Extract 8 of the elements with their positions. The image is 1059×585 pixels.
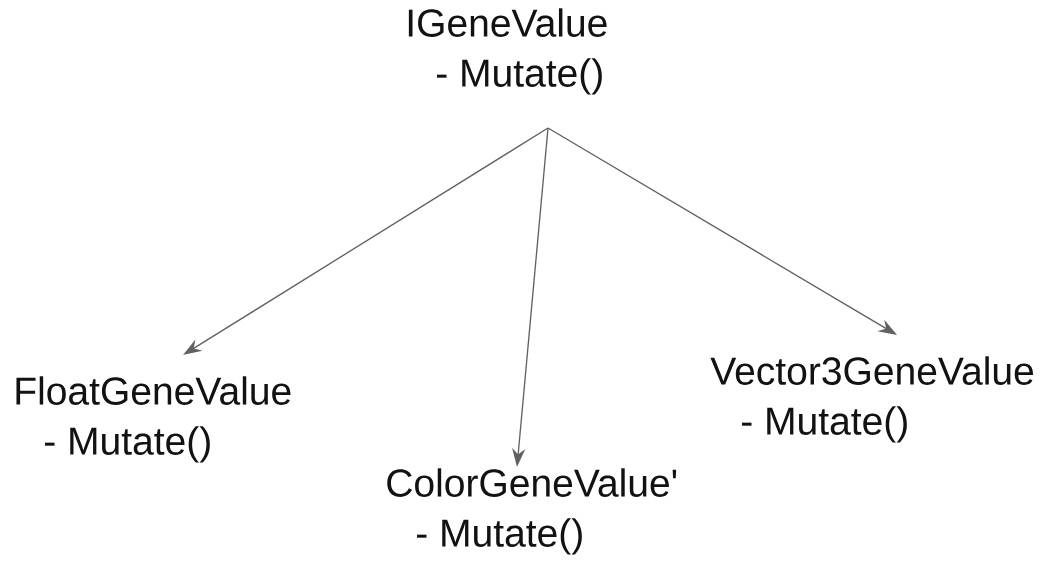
- method-name: - Mutate(): [742, 406, 907, 443]
- method-name: - Mutate(): [437, 58, 602, 95]
- class-name: ColorGeneValue': [387, 468, 677, 497]
- class-name: IGeneValue: [408, 8, 607, 37]
- class-name: FloatGeneValue: [16, 376, 291, 405]
- method-name: - Mutate(): [417, 518, 582, 555]
- method-name: - Mutate(): [45, 426, 210, 463]
- class-name: Vector3GeneValue: [710, 356, 1033, 385]
